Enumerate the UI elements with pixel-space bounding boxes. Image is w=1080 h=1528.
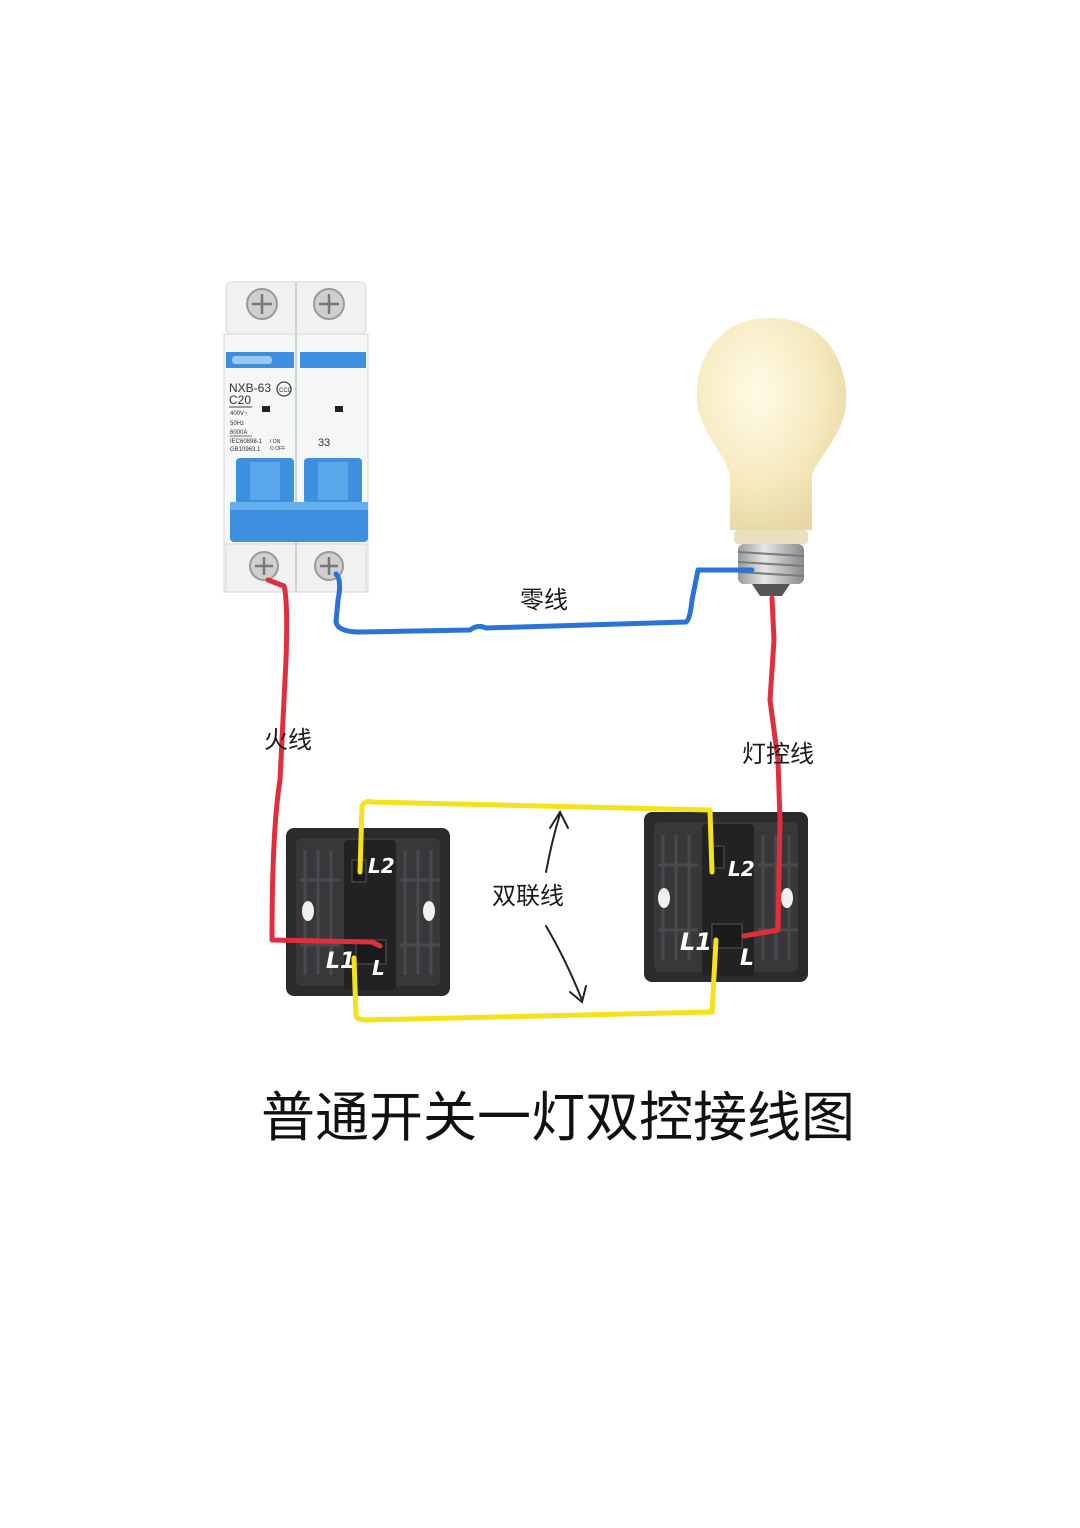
- mount-hole: [658, 888, 670, 908]
- mount-hole: [423, 901, 435, 921]
- terminal-label-l2: L2: [728, 857, 755, 881]
- arrow-up-icon: [545, 809, 569, 873]
- breaker-spec: IEC60898-1: [230, 439, 263, 445]
- breaker-on-label: I ON: [270, 439, 281, 445]
- terminal-label-l1: L1: [326, 949, 355, 974]
- traveler-wire-label: 双联线: [492, 882, 564, 910]
- breaker-pole-mark: 33: [318, 437, 330, 449]
- switch-left: L2 L1 L: [286, 828, 450, 996]
- switch-right: L2 L1 L: [644, 812, 808, 982]
- arrow-down-icon: [545, 925, 587, 1004]
- page-title: 普通开关一灯双控接线图: [261, 1086, 855, 1149]
- indicator-window: [335, 406, 343, 412]
- terminal-label-l: L: [740, 946, 754, 971]
- lamp-control-wire-label: 灯控线: [742, 740, 814, 768]
- breaker-spec: 400V~: [230, 411, 248, 417]
- traveler-wire-bottom: [351, 937, 719, 1023]
- breaker-spec: 6000A: [230, 430, 247, 436]
- screw-icon: [313, 288, 345, 320]
- breaker-rating: C20: [229, 393, 251, 407]
- lamp-control-wire: [741, 595, 783, 939]
- neutral-wire: [333, 567, 755, 635]
- light-bulb: [696, 318, 847, 596]
- svg-text:CCC: CCC: [279, 388, 293, 394]
- screw-icon: [249, 551, 279, 581]
- screw-icon: [246, 288, 278, 320]
- breaker-spec: GB10963.1: [230, 447, 261, 453]
- mount-hole: [781, 888, 793, 908]
- neutral-wire-label: 零线: [520, 586, 568, 614]
- ccc-icon: CCC: [276, 381, 293, 397]
- breaker-off-label: O OFF: [270, 446, 285, 452]
- live-wire-label: 火线: [264, 726, 312, 754]
- breaker-spec: 50Hz: [230, 421, 244, 427]
- breaker-handle-bar: [230, 502, 368, 542]
- terminal-label-l2: L2: [368, 854, 395, 878]
- mount-hole: [302, 901, 314, 921]
- traveler-wire-top: [357, 799, 715, 875]
- terminal-label-l: L: [372, 956, 385, 980]
- indicator-window: [262, 406, 270, 412]
- live-wire: [265, 577, 383, 949]
- terminal-label-l1: L1: [680, 928, 712, 956]
- breaker-model: NXB-63: [229, 381, 271, 395]
- circuit-breaker: NXB-63 CCC C20 400V~ 50Hz 6000A IEC60898…: [223, 281, 369, 593]
